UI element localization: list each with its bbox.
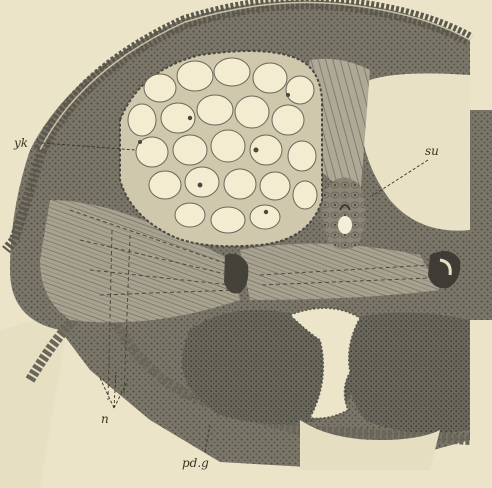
label-yk: yk (14, 137, 28, 149)
label-pdg: pd.g (182, 457, 209, 469)
neural-tube (322, 178, 365, 249)
gut-mass-right (344, 313, 470, 434)
label-su: su (425, 145, 439, 157)
label-n: n (101, 413, 109, 425)
neural-canal (338, 216, 352, 234)
